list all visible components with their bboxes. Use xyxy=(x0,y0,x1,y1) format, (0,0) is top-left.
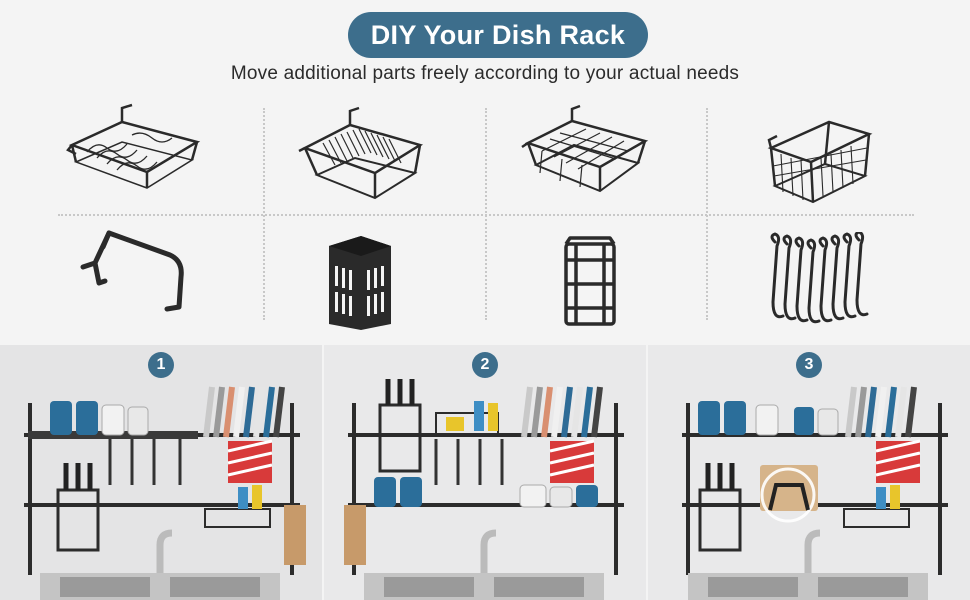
kitchen-photo-1: 1 xyxy=(0,345,322,600)
s-hooks-icon xyxy=(770,232,869,324)
utensil-holder-cup-icon xyxy=(329,236,391,330)
wire-basket-icon xyxy=(521,104,649,193)
kitchen-photo-2: 2 xyxy=(324,345,646,600)
step-badge: 3 xyxy=(796,352,822,378)
step-badge: 2 xyxy=(472,352,498,378)
divider xyxy=(58,214,914,216)
step-badge: 1 xyxy=(148,352,174,378)
parts-panel: DIY Your Dish Rack Move additional parts… xyxy=(58,12,914,330)
plate-rack-basket-icon xyxy=(298,106,424,200)
page-title: DIY Your Dish Rack xyxy=(370,19,626,50)
kitchen-photo-3: 3 xyxy=(648,345,970,600)
cutting-board-holder-icon xyxy=(80,230,184,312)
title-pill: DIY Your Dish Rack xyxy=(348,12,648,58)
page-subtitle: Move additional parts freely according t… xyxy=(230,63,740,84)
storage-basket-icon xyxy=(767,120,873,204)
knife-holder-icon xyxy=(564,236,616,326)
dish-drainer-basket-icon xyxy=(66,103,201,189)
